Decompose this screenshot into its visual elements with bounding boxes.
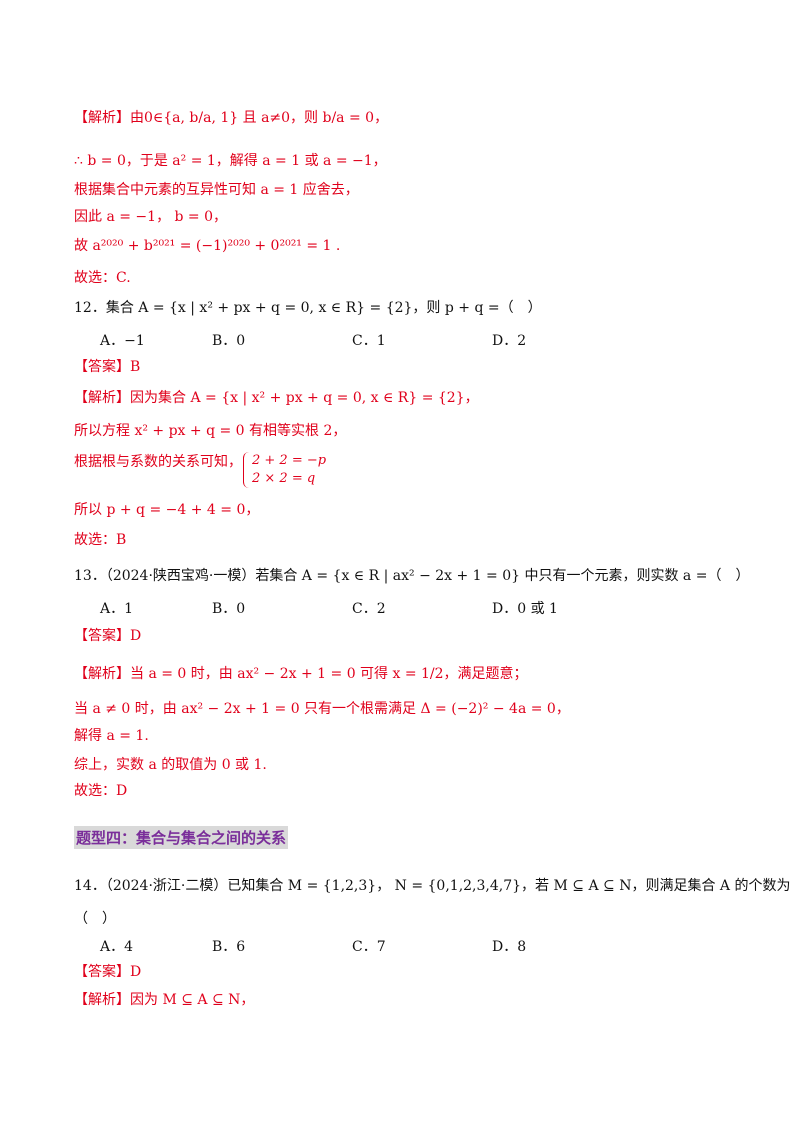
q14-option-c[interactable]: C．7 [352,939,386,955]
q13-option-d[interactable]: D．0 或 1 [492,601,558,617]
q11-analysis-line2: ∴ b = 0，于是 a² = 1，解得 a = 1 或 a = −1， [74,153,387,169]
answer-label: 【答案】 [74,628,130,644]
answer-label: 【答案】 [74,964,130,980]
answer-label: 【答案】 [74,359,130,375]
q14-answer: 【答案】D [74,962,141,982]
answer-value: D [130,964,142,980]
q11-analysis-line3: 根据集合中元素的互异性可知 a = 1 应舍去， [74,182,359,198]
q13-analysis-line3: 解得 a = 1. [74,728,149,744]
q13-analysis-line1: 【解析】当 a = 0 时，由 ax² − 2x + 1 = 0 可得 x = … [74,666,528,682]
q12-analysis-line3: 根据根与系数的关系可知， [74,454,242,470]
q11-analysis-line5: 故 a²⁰²⁰ + b²⁰²¹ = (−1)²⁰²⁰ + 0²⁰²¹ = 1 . [74,238,341,254]
q12-analysis-line4: 所以 p + q = −4 + 4 = 0， [74,502,260,518]
q12-analysis-line2: 所以方程 x² + px + q = 0 有相等实根 2， [74,423,347,439]
q13-answer: 【答案】D [74,626,141,646]
analysis-label: 【解析】 [74,110,130,126]
answer-value: D [130,628,142,644]
answer-value: B [130,359,141,375]
q11-analysis-line4: 因此 a = −1， b = 0， [74,209,228,225]
q12-option-b[interactable]: B．0 [212,333,246,349]
q13-choice: 故选：D [74,783,128,799]
q12-stem: 12．集合 A = {x | x² + px + q = 0, x ∈ R} =… [74,300,542,316]
brace [243,452,252,488]
q13-option-a[interactable]: A．1 [100,601,134,617]
q12-analysis-line1: 【解析】因为集合 A = {x | x² + px + q = 0, x ∈ R… [74,390,479,406]
q11-choice: 故选：C. [74,270,131,286]
q13-stem: 13．（2024·陕西宝鸡·一模）若集合 A = {x ∈ R | ax² − … [74,568,750,584]
q13-option-c[interactable]: C．2 [352,601,386,617]
q14-option-a[interactable]: A．4 [100,939,134,955]
q14-option-b[interactable]: B．6 [212,939,246,955]
q13-analysis-line2: 当 a ≠ 0 时，由 ax² − 2x + 1 = 0 只有一个根需满足 Δ … [74,701,570,717]
q12-option-d[interactable]: D．2 [492,333,527,349]
q12-system: 2 + 2 = −p 2 × 2 = q [252,453,327,486]
q12-option-a[interactable]: A．−1 [100,333,145,349]
q13-analysis-line4: 综上，实数 a 的取值为 0 或 1. [74,757,267,773]
q14-analysis-line1: 【解析】因为 M ⊆ A ⊆ N， [74,992,255,1008]
q12-answer: 【答案】B [74,357,140,377]
analysis-label: 【解析】 [74,992,130,1008]
q12-option-c[interactable]: C．1 [352,333,386,349]
q14-stem-cont: （ ） [74,911,116,927]
q14-option-d[interactable]: D．8 [492,939,527,955]
section-title: 题型四：集合与集合之间的关系 [74,826,289,849]
q14-stem: 14．（2024·浙江·二模）已知集合 M = {1,2,3}， N = {0,… [74,878,791,894]
analysis-label: 【解析】 [74,390,130,406]
q13-option-b[interactable]: B．0 [212,601,246,617]
analysis-label: 【解析】 [74,666,130,682]
q12-choice: 故选：B [74,532,127,548]
q11-analysis-line1: 【解析】由0∈{a, b/a, 1} 且 a≠0，则 b/a = 0， [74,110,389,126]
